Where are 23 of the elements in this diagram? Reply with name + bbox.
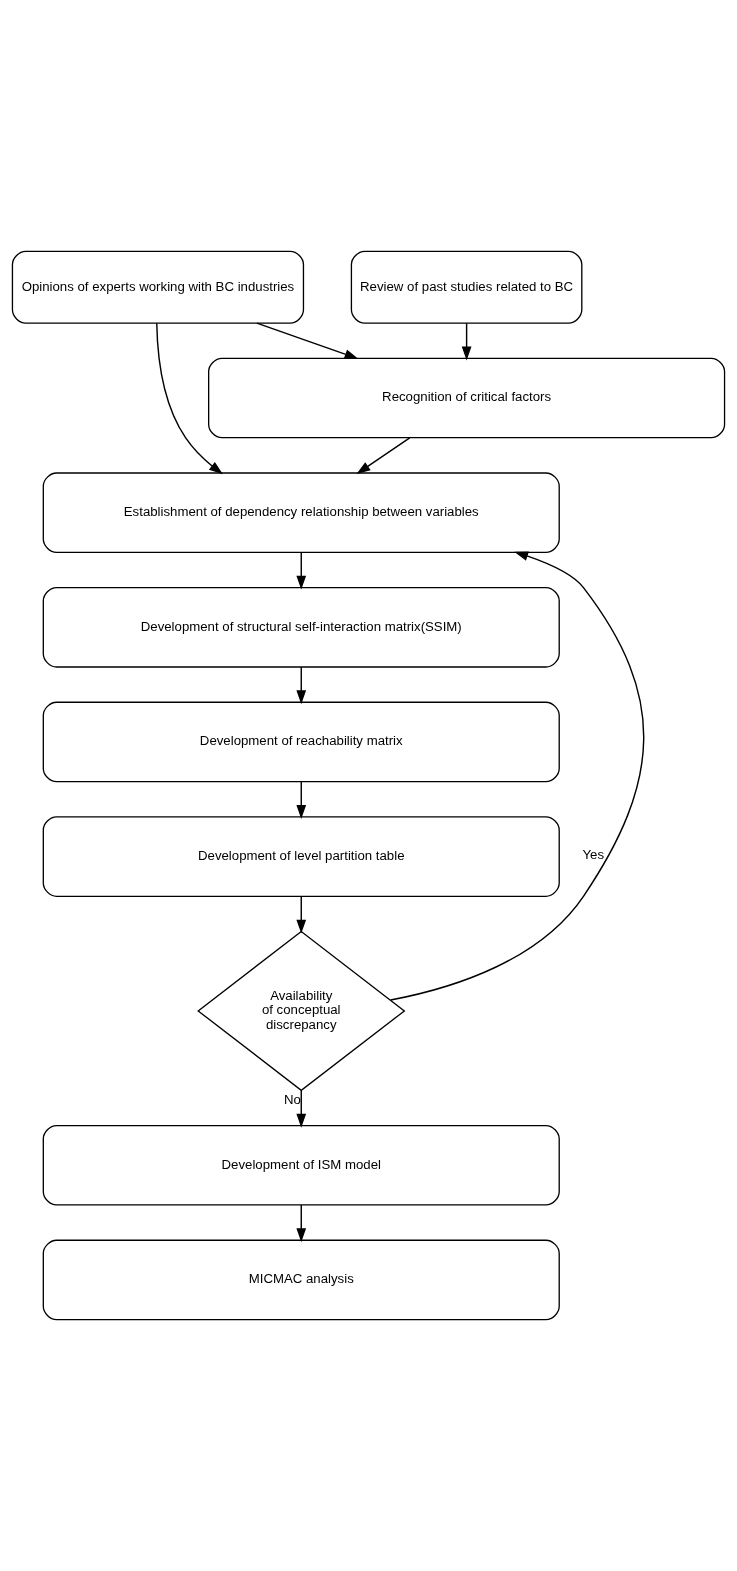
arrow [156, 322, 223, 475]
arrow [389, 551, 645, 1001]
node-box: Development of level partition table [42, 816, 560, 897]
node-box: Recognition of critical factors [208, 357, 726, 439]
arrow [296, 895, 307, 934]
arrow [296, 781, 307, 819]
node-box: Review of past studies related to BC [350, 250, 583, 324]
arrow [296, 1089, 307, 1128]
edge-label: Yes [582, 847, 605, 863]
arrow [296, 551, 307, 590]
arrow [461, 322, 472, 361]
edge-label: No [283, 1092, 301, 1108]
arrow [356, 437, 411, 474]
node-diamond: Availability of conceptual discrepancy [197, 930, 406, 1092]
arrow [296, 666, 307, 705]
node-box: Development of ISM model [42, 1124, 560, 1206]
node-box: MICMAC analysis [42, 1239, 560, 1321]
arrow [256, 322, 359, 359]
arrow [296, 1204, 307, 1243]
node-box: Development of reachability matrix [42, 701, 560, 783]
node-box: Opinions of experts working with BC industries [11, 250, 305, 324]
node-box: Establishment of dependency relationship between variables [42, 472, 560, 553]
node-box: Development of structural self-interaction matrix(SSIM) [42, 586, 560, 668]
